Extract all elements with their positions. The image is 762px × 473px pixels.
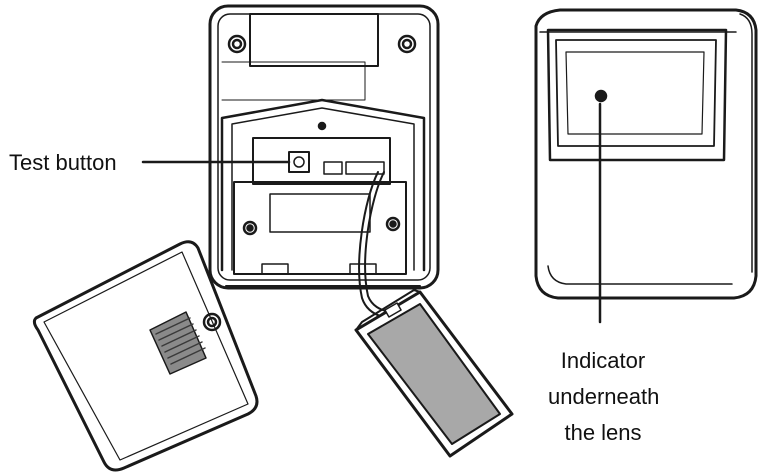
screw-hole-icon: [397, 34, 417, 54]
pir-sensor: [534, 8, 758, 300]
indicator-dot-icon: [594, 89, 608, 103]
test-button-icon: [288, 151, 310, 173]
indicator-label-line: underneath: [548, 384, 660, 409]
screw-hole-icon: [227, 34, 247, 54]
lens: [546, 28, 728, 162]
screw-hole-icon: [202, 312, 222, 332]
test-button-label: Test button: [9, 150, 117, 175]
grip-icon: [149, 311, 207, 375]
battery-cover: [32, 240, 259, 472]
indicator-label: Indicator underneath the lens: [548, 343, 660, 451]
battery-icon: [354, 289, 514, 458]
indicator-label-line: the lens: [564, 420, 642, 445]
open-housing: [208, 4, 440, 290]
indicator-label-line: Indicator: [560, 348, 646, 373]
